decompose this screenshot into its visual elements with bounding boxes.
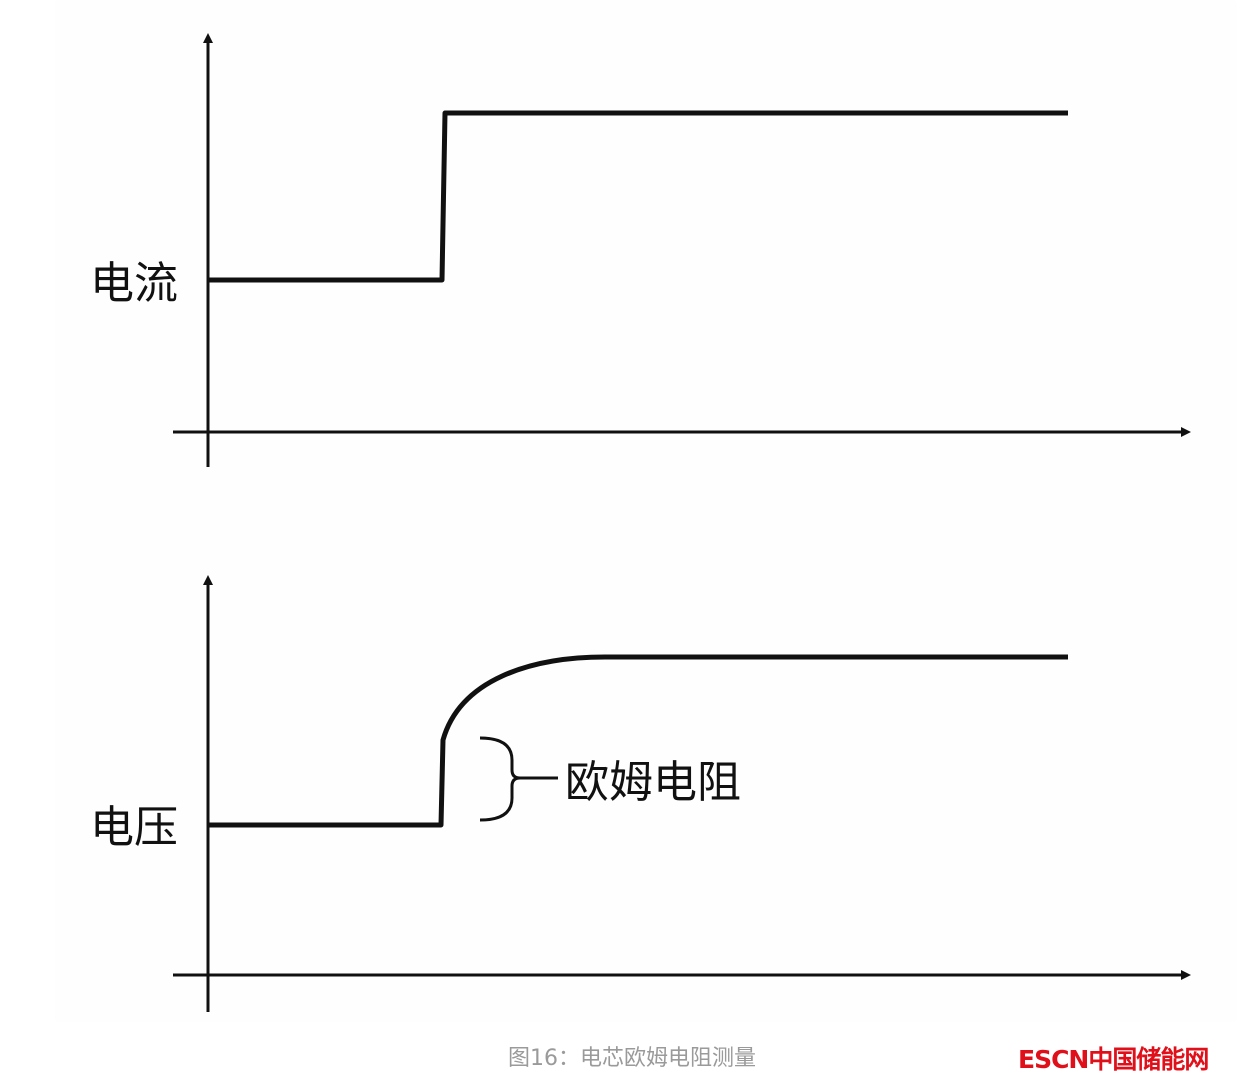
diagram-panel xyxy=(55,0,1237,1022)
current-chart: 电流 xyxy=(90,33,1191,467)
voltage-chart: 欧姆电阻 电压 xyxy=(90,575,1191,1012)
current-label: 电流 xyxy=(90,258,178,309)
figure-caption: 图16：电芯欧姆电阻测量 xyxy=(508,1046,756,1071)
voltage-response-line xyxy=(208,654,1068,828)
voltage-label: 电压 xyxy=(90,802,178,853)
current-step-line xyxy=(208,110,1068,283)
escn-logo: ESCN中国储能网 xyxy=(1018,1045,1209,1074)
ohmic-resistance-label: 欧姆电阻 xyxy=(565,757,741,808)
ohmic-brace xyxy=(479,736,558,822)
